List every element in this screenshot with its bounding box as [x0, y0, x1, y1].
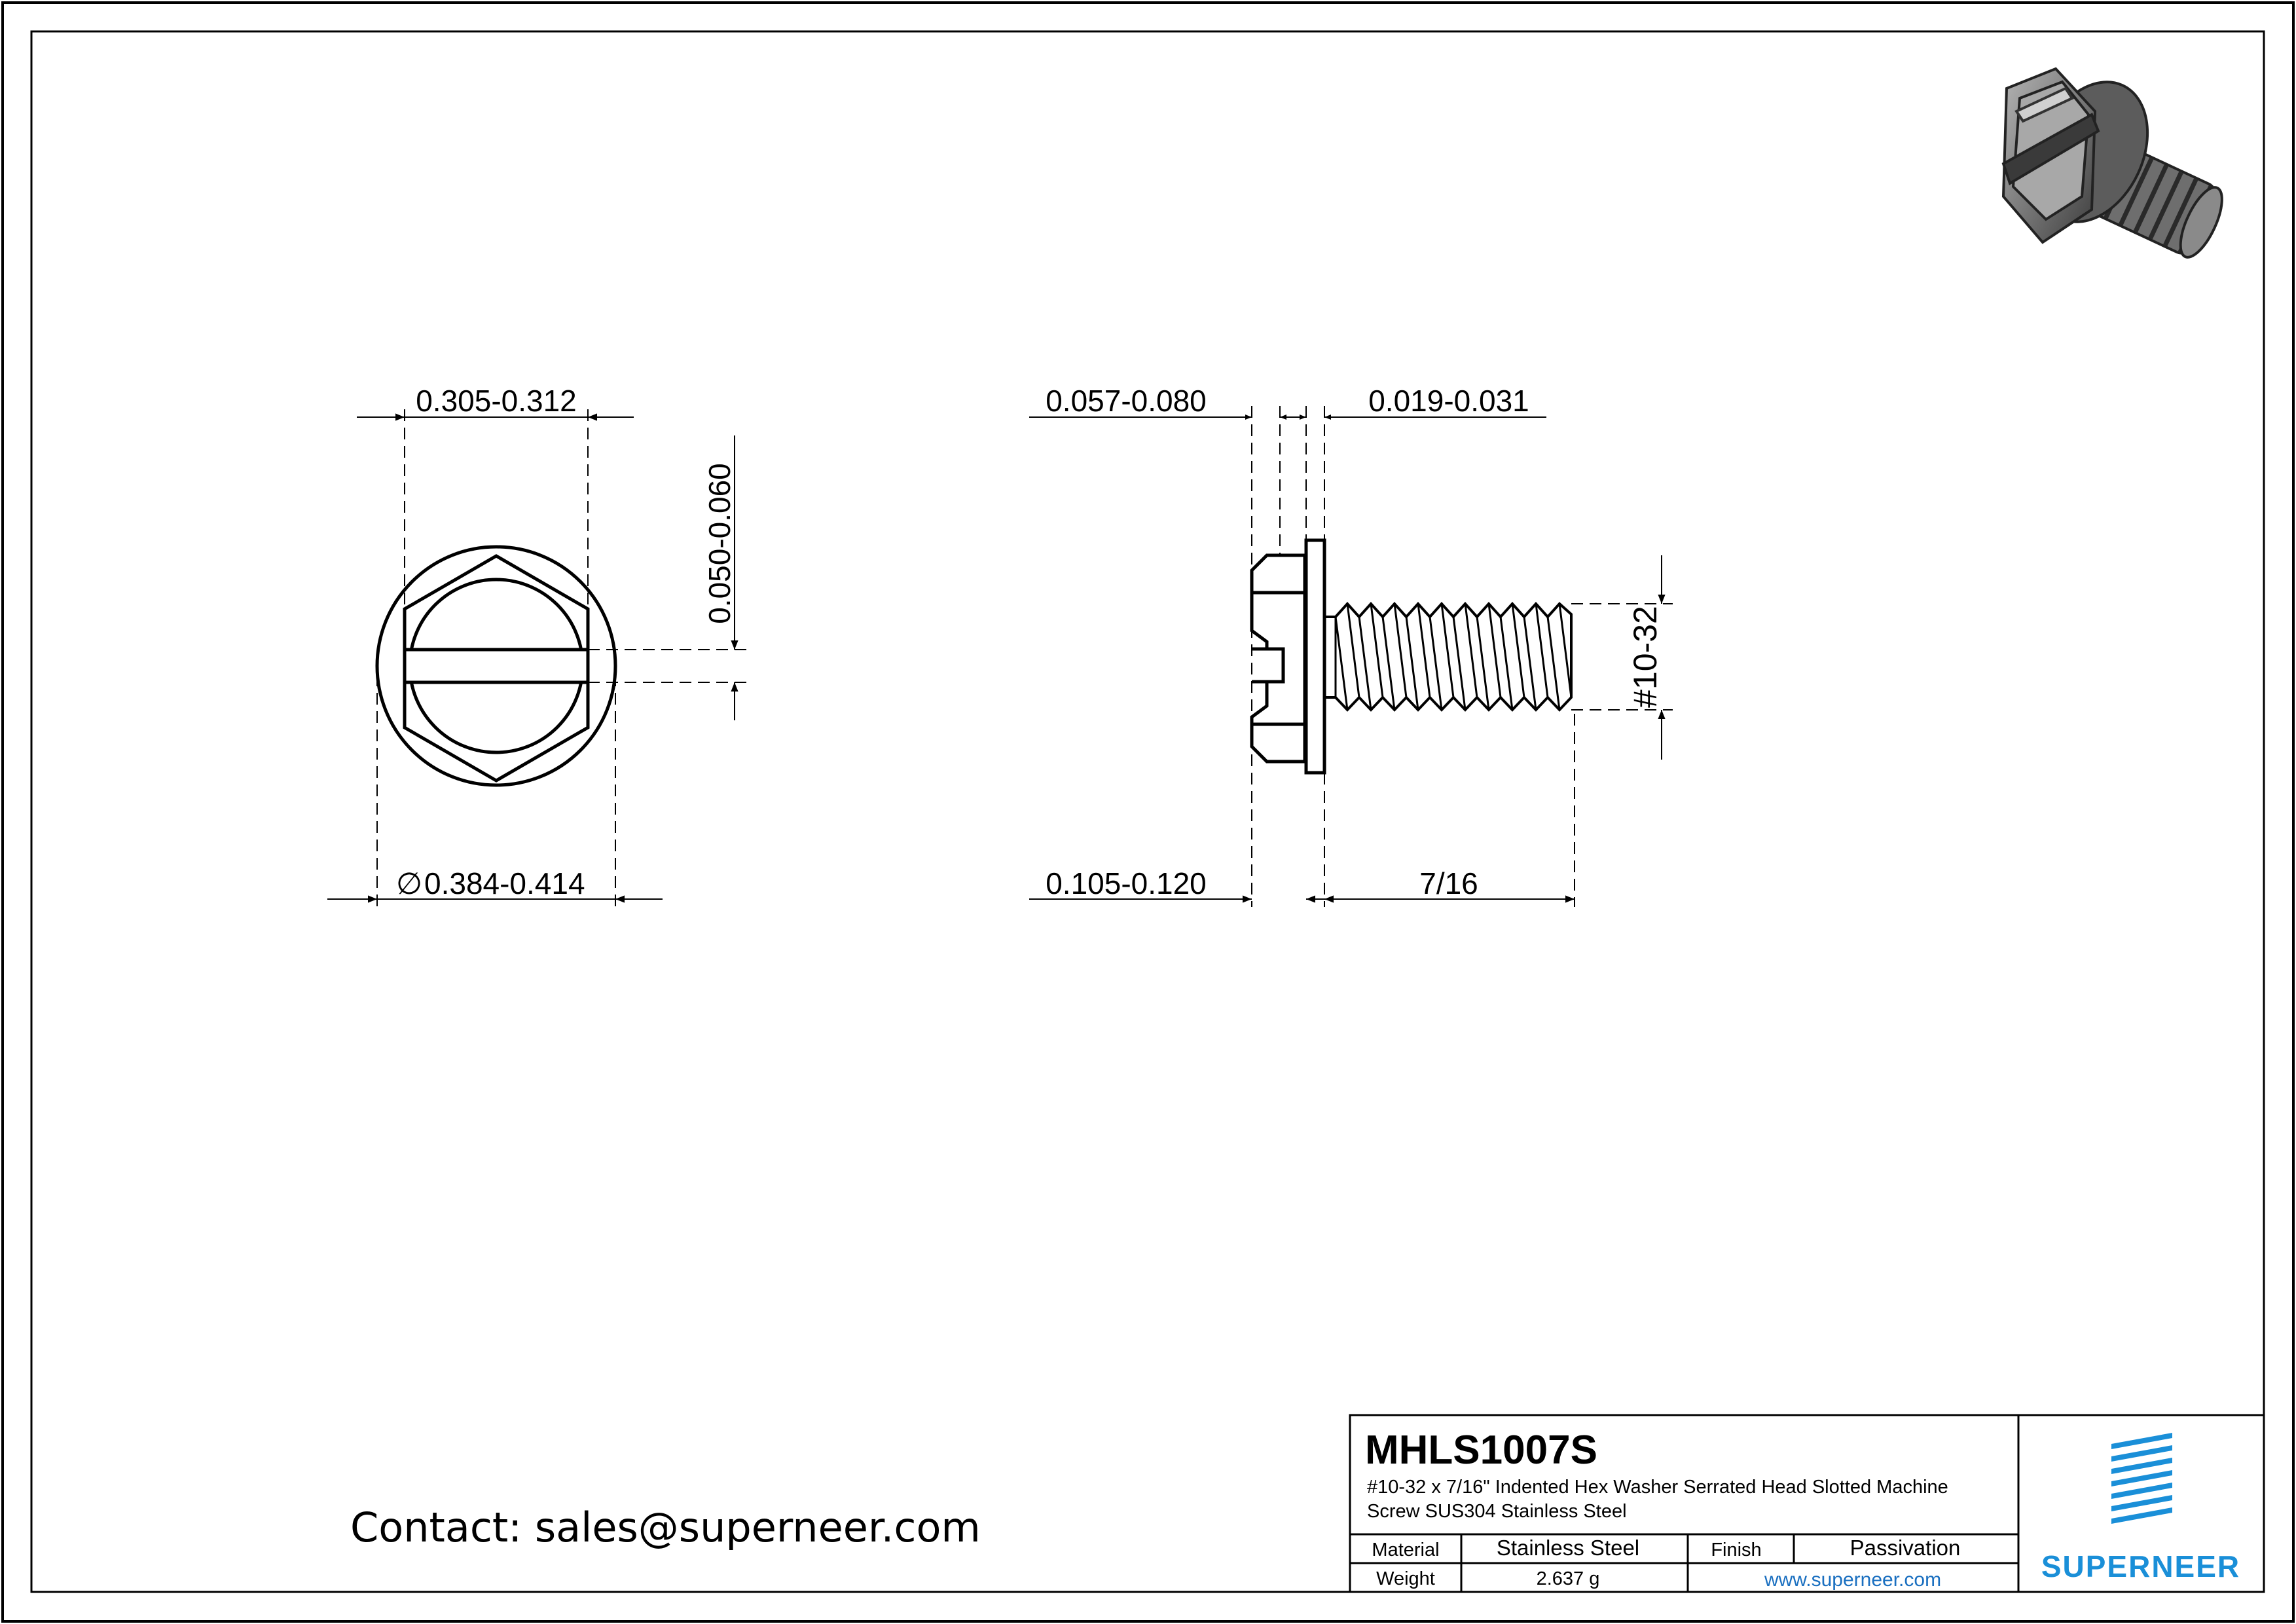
side-view-dimension-lines — [1029, 406, 1673, 907]
weight-value: 2.637 g — [1537, 1568, 1600, 1589]
finish-label: Finish — [1711, 1540, 1761, 1560]
superneer-logo-icon — [2111, 1433, 2172, 1524]
side-view — [1250, 538, 1573, 775]
description-line-2: Screw SUS304 Stainless Steel — [1367, 1501, 1627, 1522]
washer-outline — [375, 545, 617, 787]
title-block — [1349, 1414, 2265, 1593]
part-number: MHLS1007S — [1365, 1428, 1597, 1473]
hex-outline — [403, 554, 590, 783]
contact-email: Contact: sales@superneer.com — [350, 1504, 981, 1551]
front-view-dimension-lines — [327, 409, 746, 907]
side-slot — [1252, 647, 1285, 684]
logo-text: SUPERNEER — [2041, 1549, 2240, 1583]
inner-border — [30, 30, 2265, 1593]
dim-slot-width: 0.050-0.060 — [702, 463, 737, 624]
dim-total-head-height: 0.105-0.120 — [1046, 866, 1207, 900]
diameter-symbol: ∅ — [396, 866, 422, 900]
slot-outline — [403, 648, 590, 684]
front-view — [375, 545, 617, 787]
dim-hex-across-flats: 0.305-0.312 — [416, 384, 577, 418]
washer-side — [1304, 538, 1326, 775]
material-value: Stainless Steel — [1497, 1536, 1639, 1560]
website-link[interactable]: www.superneer.com — [1764, 1569, 1941, 1591]
weight-label: Weight — [1376, 1568, 1435, 1589]
thread-profile — [1324, 602, 1573, 712]
dim-thread: #10-32 — [1627, 606, 1664, 708]
dim-length: 7/16 — [1419, 866, 1478, 900]
dim-washer-diameter: 0.384-0.414 — [424, 866, 585, 900]
thread-crest-lines — [1334, 603, 1573, 710]
finish-value: Passivation — [1850, 1536, 1961, 1560]
dim-head-height: 0.057-0.080 — [1046, 384, 1207, 418]
dim-washer-thickness: 0.019-0.031 — [1368, 384, 1529, 418]
material-label: Material — [1372, 1540, 1439, 1560]
screw-3d-render — [2001, 67, 2223, 259]
description-line-1: #10-32 x 7/16" Indented Hex Washer Serra… — [1367, 1477, 1948, 1498]
